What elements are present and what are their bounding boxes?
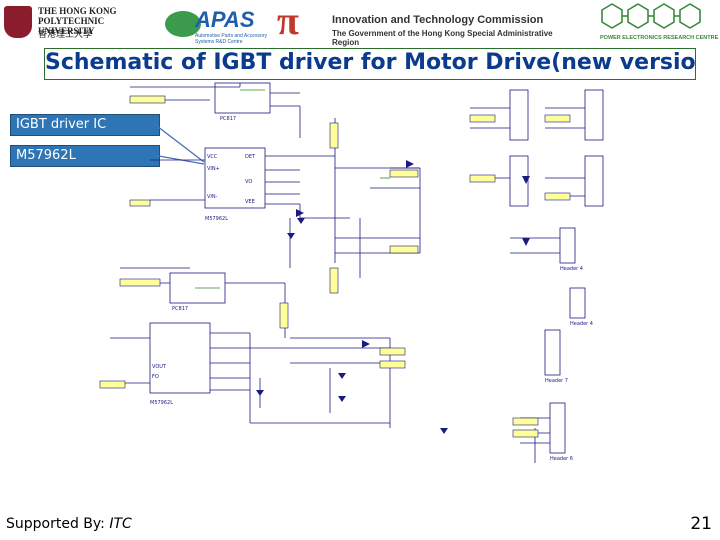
itc-logo: π Innovation and Technology Commission T… xyxy=(275,0,575,47)
perc-name: POWER ELECTRONICS RESEARCH CENTRE xyxy=(600,35,719,41)
apas-logo: APAS Automotive Parts and Accessory Syst… xyxy=(165,5,270,45)
opto-top-label: PC817 xyxy=(220,116,236,122)
header-label-4: Header 6 xyxy=(550,456,573,462)
polyu-line1: THE HONG KONG xyxy=(38,6,117,16)
polyu-logo: THE HONG KONG POLYTECHNIC UNIVERSITY 香港理… xyxy=(4,2,154,42)
header-logo-bar: THE HONG KONG POLYTECHNIC UNIVERSITY 香港理… xyxy=(0,0,720,47)
supported-by-org: ITC xyxy=(109,516,132,532)
label-igbt-driver-ic: IGBT driver IC xyxy=(10,114,160,136)
supported-by: Supported By: ITC xyxy=(6,516,132,532)
header-label-2: Header 4 xyxy=(570,321,593,327)
page-number: 21 xyxy=(690,514,712,534)
polyu-line2: POLYTECHNIC UNIVERSITY xyxy=(38,16,105,36)
pin-vout: VOUT xyxy=(152,364,167,370)
header-label-1: Header 4 xyxy=(560,266,583,272)
pin-vee: VEE xyxy=(245,199,255,205)
ic-bottom-label: M57962L xyxy=(150,400,173,406)
itc-subtitle: The Government of the Hong Kong Special … xyxy=(332,29,553,47)
itc-name: Innovation and Technology Commission xyxy=(332,14,544,26)
apas-swoosh-icon xyxy=(165,11,201,37)
pin-det: DET xyxy=(245,154,256,160)
pin-vcc: VCC xyxy=(207,154,218,160)
igbt-driver-schematic: VCC VIN+ VIN- DET VO VEE VOUT FO M57962L… xyxy=(99,82,604,463)
pin-fo: FO xyxy=(152,374,159,380)
pin-vin-plus: VIN+ xyxy=(207,166,220,172)
pin-vin-minus: VIN- xyxy=(207,194,218,200)
ic-top-label: M57962L xyxy=(205,216,228,222)
pin-vo: VO xyxy=(245,179,252,185)
pi-logo-icon: π xyxy=(277,0,299,43)
polyu-line3: 香港理工大學 xyxy=(38,29,93,39)
perc-logo: POWER ELECTRONICS RESEARCH CENTRE xyxy=(592,2,719,44)
apas-sub: Automotive Parts and Accessory Systems R… xyxy=(195,33,267,45)
callout-arrows xyxy=(152,122,205,165)
slide-title: Schematic of IGBT driver for Motor Drive… xyxy=(44,48,696,80)
perc-hexagon-icon xyxy=(601,3,701,29)
header-label-3: Header 7 xyxy=(545,378,568,384)
opto-bottom-label: PC817 xyxy=(172,306,188,312)
apas-name: APAS xyxy=(195,7,255,32)
supported-by-prefix: Supported By: xyxy=(6,516,110,532)
polyu-crest-icon xyxy=(4,6,32,38)
